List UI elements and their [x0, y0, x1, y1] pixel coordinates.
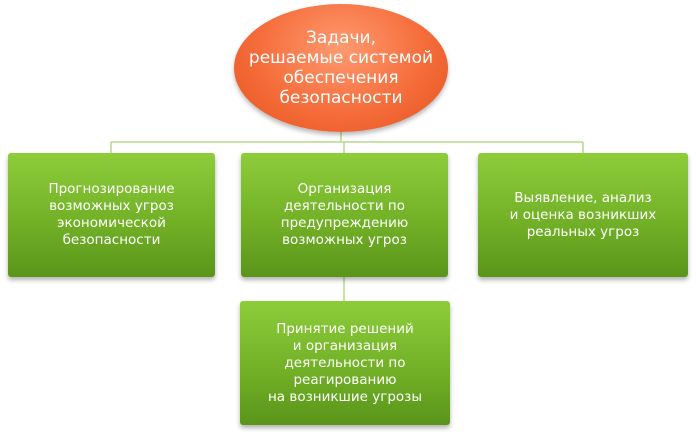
node-prevention: Организация деятельности по предупрежден…: [241, 153, 448, 277]
node-forecasting: Прогнозирование возможных угроз экономич…: [8, 153, 215, 277]
root-node: Задачи, решаемые системой обеспечения бе…: [234, 4, 448, 132]
root-node-text: Задачи, решаемые системой обеспечения бе…: [248, 28, 434, 108]
node-prevention-text: Организация деятельности по предупрежден…: [280, 181, 409, 248]
node-response-text: Принятие решений и организация деятельно…: [267, 320, 422, 405]
node-detection-text: Выявление, анализ и оценка возникших реа…: [509, 189, 657, 240]
node-forecasting-text: Прогнозирование возможных угроз экономич…: [48, 181, 175, 248]
node-response: Принятие решений и организация деятельно…: [240, 301, 450, 425]
node-detection: Выявление, анализ и оценка возникших реа…: [478, 153, 688, 277]
